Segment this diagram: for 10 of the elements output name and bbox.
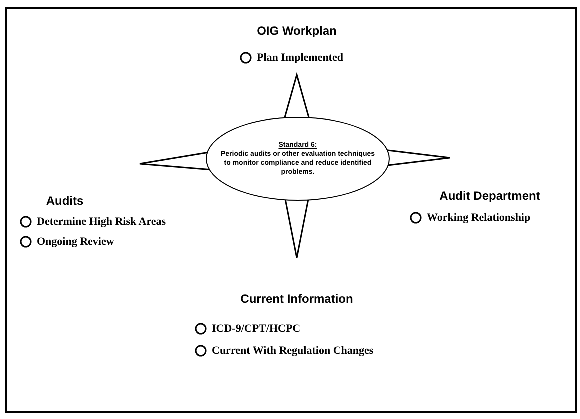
category-heading: Audit Department	[440, 188, 540, 205]
bullet-text: Determine High Risk Areas	[37, 215, 166, 230]
bullet-text: Plan Implemented	[257, 51, 344, 66]
bullet-text: ICD-9/CPT/HCPC	[212, 322, 301, 337]
bullet-text: Working Relationship	[427, 211, 531, 226]
category-heading: OIG Workplan	[257, 23, 337, 40]
bullet-text: Current With Regulation Changes	[212, 344, 374, 359]
category-heading: Audits	[46, 193, 84, 210]
bullet-text: Ongoing Review	[37, 235, 114, 250]
category-heading: Current Information	[240, 291, 354, 308]
